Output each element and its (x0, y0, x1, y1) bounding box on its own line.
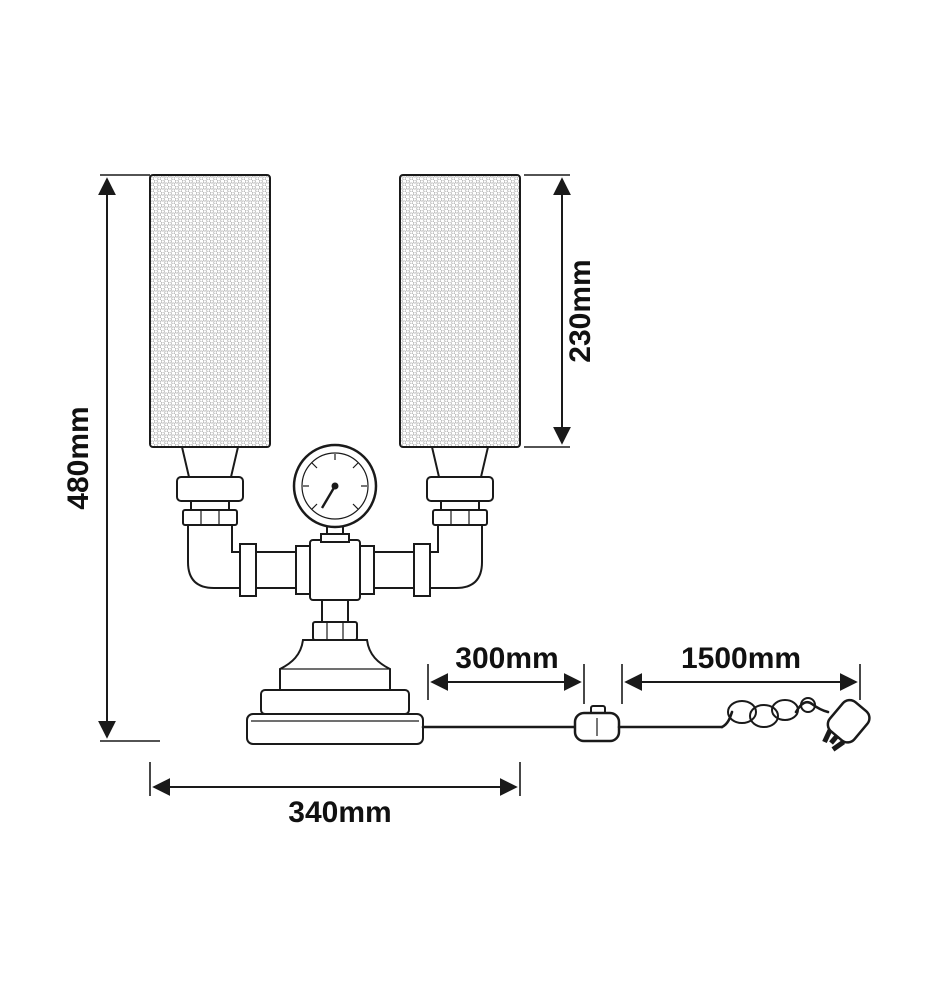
power-cord (421, 697, 871, 752)
shade-right (399, 174, 521, 448)
lamp-base (246, 639, 424, 745)
dim-cord-1500: 1500mm (621, 642, 861, 704)
socket-right (426, 446, 494, 526)
inline-switch (573, 705, 621, 743)
pipe-assembly (187, 517, 483, 641)
dim-label-cord-1500: 1500mm (681, 642, 801, 675)
pressure-gauge (292, 443, 378, 529)
dim-label-shade-height: 230mm (564, 259, 597, 362)
dim-label-overall-width: 340mm (288, 796, 391, 829)
shade-left (149, 174, 271, 448)
cord-tangle (720, 697, 830, 729)
power-plug (822, 698, 871, 752)
dim-cord-300: 300mm (427, 642, 585, 704)
dim-shade-height: 230mm (524, 174, 597, 448)
socket-left (176, 446, 244, 526)
dim-label-overall-height: 480mm (62, 406, 95, 509)
dim-label-cord-300: 300mm (455, 642, 558, 675)
dim-overall-width: 340mm (149, 762, 521, 829)
dim-overall-height: 480mm (62, 174, 160, 742)
